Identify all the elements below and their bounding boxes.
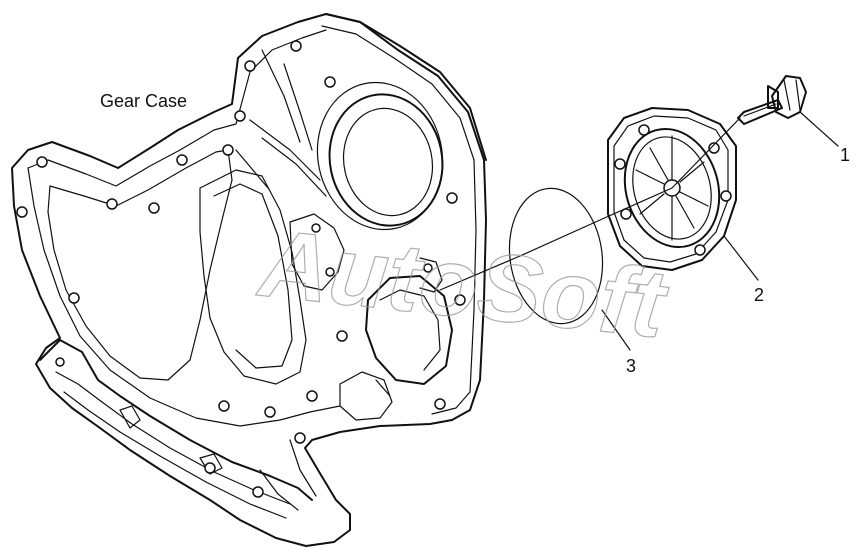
leader-line-1 xyxy=(799,111,839,147)
callout-3: 3 xyxy=(626,356,637,376)
assembly-alignment-line xyxy=(439,117,741,291)
diagram-title: Gear Case xyxy=(100,91,188,111)
gasket-part-3 xyxy=(508,187,604,325)
callout-1: 1 xyxy=(840,145,851,165)
callout-2: 2 xyxy=(754,285,765,305)
gear-case-housing xyxy=(11,13,487,547)
watermark: AutoSoft xyxy=(253,209,673,358)
capscrew-part-1 xyxy=(737,75,807,125)
cover-plate-part-2 xyxy=(607,107,737,271)
leader-line-3 xyxy=(601,309,631,351)
leader-line-2 xyxy=(723,235,759,281)
